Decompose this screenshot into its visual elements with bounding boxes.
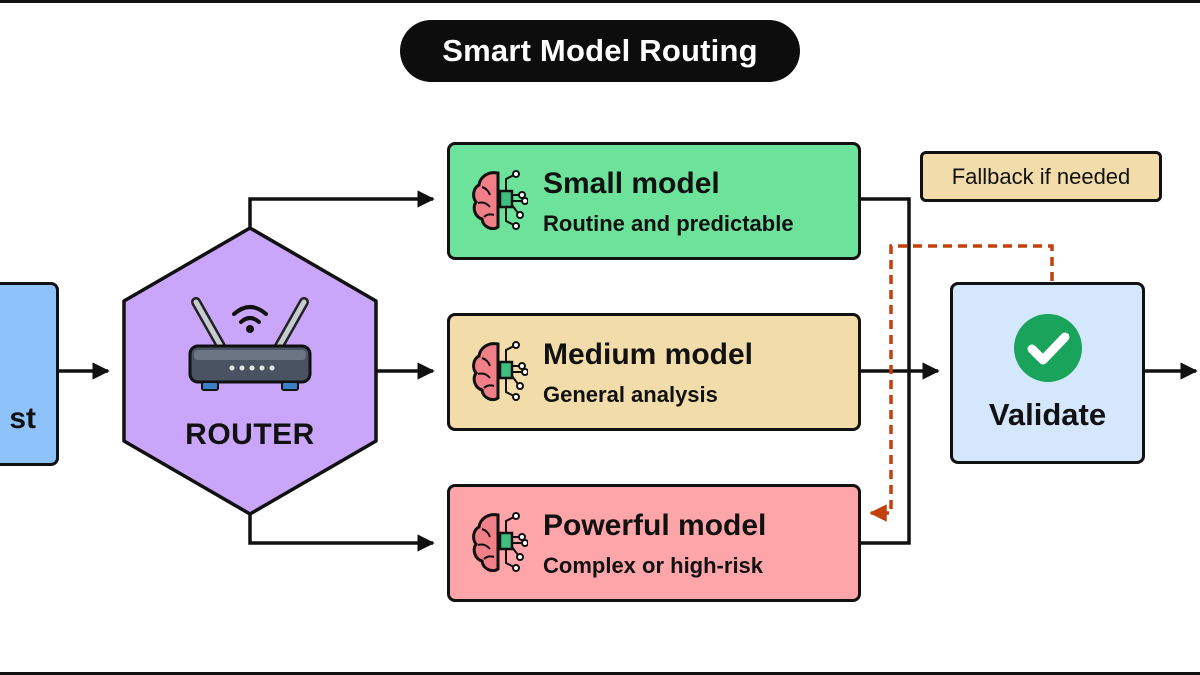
router-label: ROUTER <box>185 418 315 451</box>
brain-chip-icon <box>472 512 528 573</box>
validate-box: Validate <box>950 282 1145 464</box>
diagram-title-text: Smart Model Routing <box>442 33 758 68</box>
powerful-model-box: Powerful model Complex or high-risk <box>447 484 861 602</box>
powerful-model-title: Powerful model <box>543 509 767 542</box>
wifi-router-icon <box>188 297 312 391</box>
small-model-description: Routine and predictable <box>543 211 794 236</box>
fallback-dashed-arrow <box>869 244 1054 522</box>
medium-model-description: General analysis <box>543 382 718 407</box>
bottom-border <box>0 672 1200 675</box>
small-model-title: Small model <box>543 167 720 200</box>
powerful-model-description: Complex or high-risk <box>543 553 764 578</box>
top-border <box>0 0 1200 3</box>
check-circle-icon <box>1014 314 1082 382</box>
arrow-router-to-powerful <box>248 514 435 552</box>
arrow-router-to-small <box>248 190 435 228</box>
connector-powerful-to-merge <box>858 371 911 545</box>
request-input-label: st <box>9 402 36 435</box>
medium-model-title: Medium model <box>543 338 754 371</box>
fallback-label: Fallback if needed <box>951 163 1131 189</box>
small-model-box: Small model Routine and predictable <box>447 142 861 260</box>
request-input-box: st <box>0 282 59 466</box>
brain-chip-icon <box>472 170 528 231</box>
validate-label: Validate <box>988 397 1107 432</box>
connector-small-to-merge <box>858 197 911 371</box>
brain-chip-icon <box>472 341 528 402</box>
fallback-tag: Fallback if needed <box>920 151 1162 202</box>
diagram-title: Smart Model Routing <box>400 20 800 82</box>
medium-model-box: Medium model General analysis <box>447 313 861 431</box>
